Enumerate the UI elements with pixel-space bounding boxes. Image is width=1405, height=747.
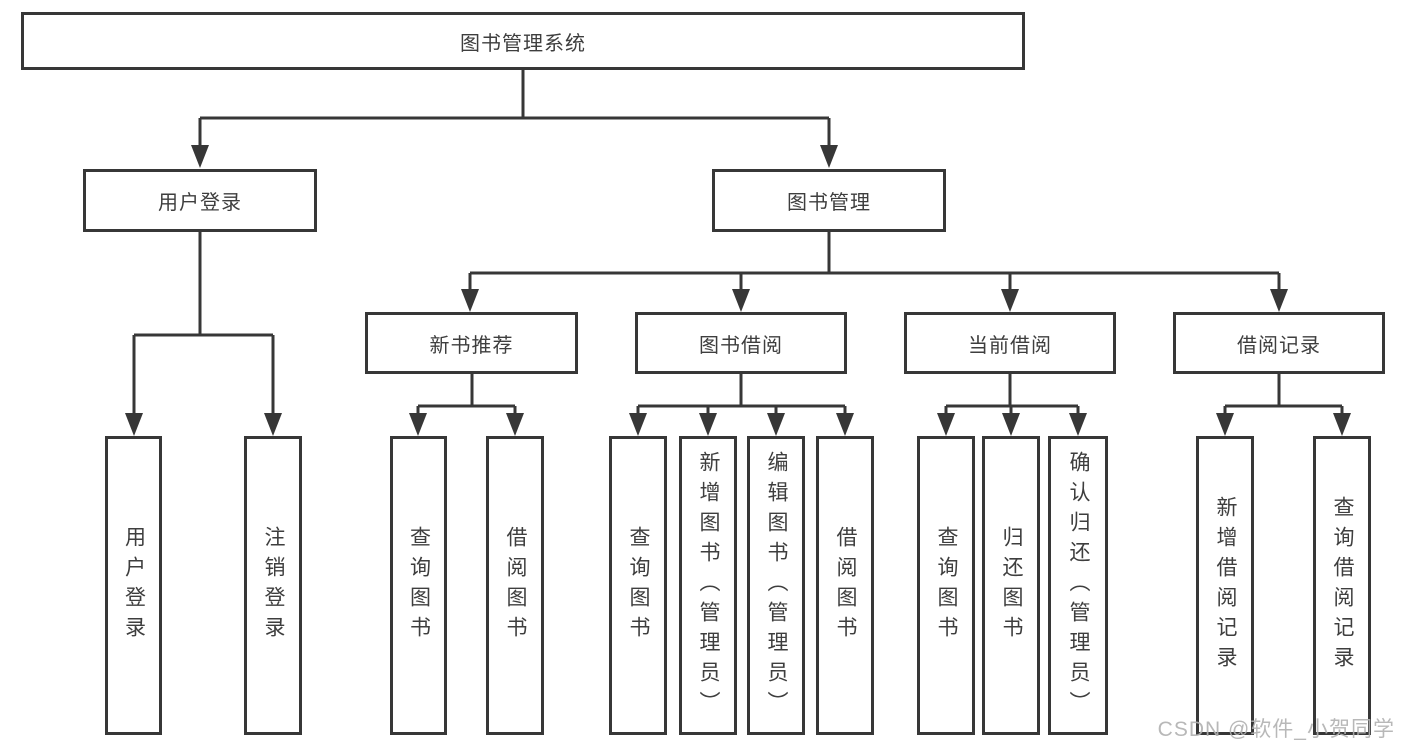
- arrow-down-icon: [125, 413, 143, 436]
- arrow-down-icon: [699, 413, 717, 436]
- leaf-label: 查询图书: [407, 525, 431, 646]
- node-book-management: 图书管理: [712, 169, 946, 232]
- leaf-label: 确认归还（管理员）: [1067, 450, 1090, 721]
- leaf-query-books-current: 查询图书: [917, 436, 975, 735]
- node-label: 图书管理: [787, 192, 871, 214]
- leaf-label: 归还图书: [1000, 525, 1023, 646]
- leaf-label: 新增图书（管理员）: [697, 450, 720, 721]
- leaf-label: 编辑图书（管理员）: [765, 450, 788, 721]
- leaf-add-books-admin: 新增图书（管理员）: [679, 436, 737, 735]
- node-book-borrowing: 图书借阅: [635, 312, 847, 374]
- leaf-borrow-books-newbook: 借阅图书: [486, 436, 544, 735]
- node-label: 用户登录: [158, 192, 242, 214]
- arrow-down-icon: [836, 413, 854, 436]
- node-new-book-recommend: 新书推荐: [365, 312, 578, 374]
- arrow-down-icon: [1270, 289, 1288, 312]
- arrow-down-icon: [1069, 413, 1087, 436]
- leaf-return-books: 归还图书: [982, 436, 1040, 735]
- arrow-down-icon: [191, 145, 209, 168]
- leaf-edit-books-admin: 编辑图书（管理员）: [747, 436, 805, 735]
- arrow-down-icon: [409, 413, 427, 436]
- leaf-label: 借阅图书: [504, 525, 527, 646]
- leaf-query-borrow-record: 查询借阅记录: [1313, 436, 1371, 735]
- arrow-down-icon: [1001, 289, 1019, 312]
- arrow-down-icon: [820, 145, 838, 168]
- node-label: 新书推荐: [429, 334, 514, 357]
- leaf-add-borrow-record: 新增借阅记录: [1196, 436, 1254, 735]
- connector-segments: [132, 70, 1344, 416]
- node-borrowing-records: 借阅记录: [1173, 312, 1385, 374]
- leaf-label: 新增借阅记录: [1214, 495, 1237, 676]
- node-library-management-system: 图书管理系统: [21, 12, 1025, 70]
- arrow-down-icon: [937, 413, 955, 436]
- arrow-down-icon: [767, 413, 785, 436]
- arrow-down-icon: [264, 413, 282, 436]
- node-label: 借阅记录: [1237, 334, 1321, 357]
- leaf-confirm-return-admin: 确认归还（管理员）: [1048, 436, 1108, 735]
- leaf-label: 用户登录: [122, 525, 146, 646]
- arrow-down-icon: [1333, 413, 1351, 436]
- arrow-down-icon: [732, 289, 750, 312]
- arrow-down-icon: [1216, 413, 1234, 436]
- arrow-down-icon: [1002, 413, 1020, 436]
- node-label: 图书管理系统: [460, 32, 586, 55]
- leaf-logout: 注销登录: [244, 436, 302, 735]
- arrow-down-icon: [629, 413, 647, 436]
- leaf-user-login: 用户登录: [105, 436, 162, 735]
- arrow-down-icon: [461, 289, 479, 312]
- node-label: 图书借阅: [699, 334, 783, 357]
- leaf-label: 注销登录: [262, 525, 285, 646]
- node-label: 当前借阅: [968, 334, 1052, 357]
- leaf-label: 查询图书: [935, 525, 958, 646]
- arrow-down-icon: [506, 413, 524, 436]
- leaf-query-books-newbook: 查询图书: [390, 436, 447, 735]
- node-user-login-branch: 用户登录: [83, 169, 317, 232]
- leaf-label: 查询借阅记录: [1331, 495, 1354, 676]
- leaf-borrow-books: 借阅图书: [816, 436, 874, 735]
- leaf-label: 借阅图书: [834, 525, 857, 646]
- leaf-query-books-borrow: 查询图书: [609, 436, 667, 735]
- leaf-label: 查询图书: [627, 525, 650, 646]
- node-current-borrowing: 当前借阅: [904, 312, 1116, 374]
